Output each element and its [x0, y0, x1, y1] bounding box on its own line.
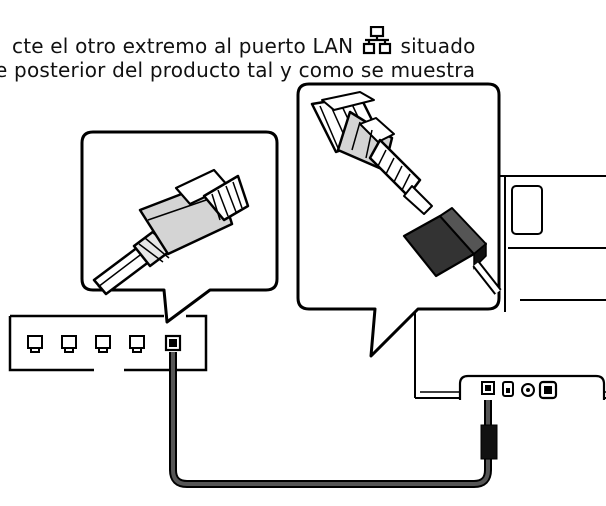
- router-icon: [8, 314, 208, 372]
- instruction-line-2: e posterior del producto tal y como se m…: [0, 58, 476, 82]
- ethernet-plug-icon: [92, 168, 250, 296]
- router-ports: [27, 334, 182, 353]
- lan-network-icon: [362, 25, 392, 61]
- ethernet-plug-with-ferrite-icon: [310, 91, 502, 295]
- ferrite-core-icon: [480, 424, 498, 460]
- instruction-text-before-icon: cte el otro extremo al puerto LAN: [12, 34, 354, 58]
- instruction-text-after-icon: situado: [400, 34, 476, 58]
- ethernet-cable-icon: [169, 352, 492, 488]
- instruction-line-1: cte el otro extremo al puerto LAN situad…: [12, 25, 476, 61]
- scanner-rear-icon: [414, 175, 606, 400]
